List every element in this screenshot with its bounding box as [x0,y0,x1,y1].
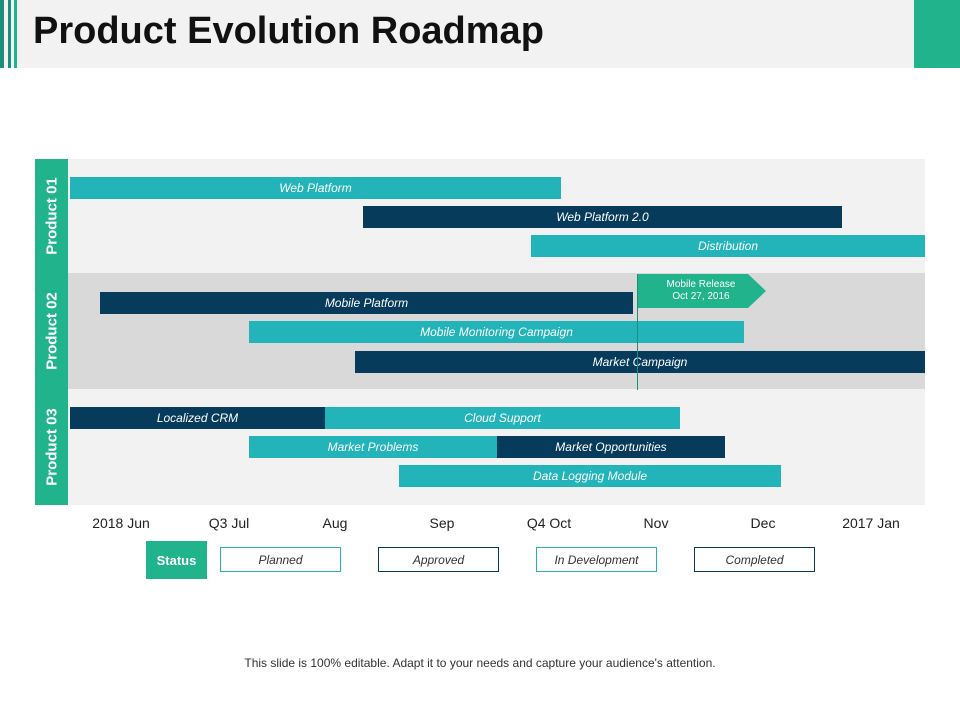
task-cloud-support: Cloud Support [325,407,680,429]
timeline-label: Q3 Jul [208,515,250,531]
title-accent-stripe [8,0,11,68]
task-localized-crm: Localized CRM [70,407,325,429]
product-label-text: Product 02 [43,292,60,370]
milestone-line [637,274,638,390]
milestone-date: Oct 27, 2016 [672,291,730,302]
milestone-label: Mobile Release Oct 27, 2016 [638,279,764,303]
status-in-development: In Development [536,547,657,572]
product-label-text: Product 03 [43,408,60,486]
timeline-label: 2018 Jun [92,515,150,531]
task-mobile-monitoring-campaign: Mobile Monitoring Campaign [249,321,744,343]
product-label-text: Product 01 [43,177,60,255]
title-accent-stripe [14,0,17,68]
status-planned: Planned [220,547,341,572]
footer-note: This slide is 100% editable. Adapt it to… [244,656,716,670]
task-mobile-platform: Mobile Platform [100,292,633,314]
title-corner-block [914,0,960,68]
task-market-opportunities: Market Opportunities [497,436,725,458]
timeline-label: Q4 Oct [526,515,572,531]
title-band [0,0,914,68]
task-market-campaign: Market Campaign [355,351,925,373]
product-label-3: Product 03 [35,389,68,505]
timeline-label: Aug [322,515,348,531]
task-distribution: Distribution [531,235,925,257]
task-market-problems: Market Problems [249,436,497,458]
slide-title: Product Evolution Roadmap [33,10,544,52]
timeline-label: Dec [750,515,776,531]
status-legend-title: Status [146,541,207,579]
timeline-label: Nov [643,515,669,531]
status-approved: Approved [378,547,499,572]
milestone-flag [638,274,766,308]
task-web-platform: Web Platform [70,177,561,199]
timeline-label: 2017 Jan [842,515,900,531]
timeline-label: Sep [429,515,455,531]
title-accent-stripe [0,0,4,68]
status-completed: Completed [694,547,815,572]
product-label-2: Product 02 [35,273,68,389]
task-web-platform-2: Web Platform 2.0 [363,206,842,228]
milestone-title: Mobile Release [666,279,736,290]
product-label-1: Product 01 [35,159,68,273]
task-data-logging-module: Data Logging Module [399,465,781,487]
